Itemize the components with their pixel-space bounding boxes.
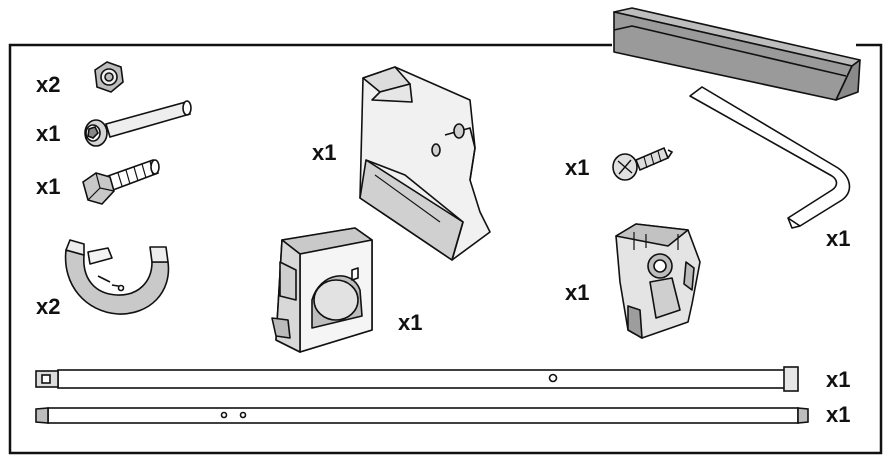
qty-label-half-ring: x2 [36, 294, 61, 319]
qty-label-bracket: x1 [312, 140, 337, 165]
qty-label-tube-top: x1 [826, 367, 851, 392]
packaging-box [613, 7, 861, 101]
frame-border [8, 43, 883, 455]
half-ring-icon [64, 239, 170, 315]
clamp-block-icon [271, 227, 373, 353]
allen-key-icon [689, 86, 851, 229]
qty-label-hex-bolt: x1 [36, 174, 61, 199]
nut-icon [94, 61, 124, 93]
qty-label-long-bolt: x1 [36, 121, 61, 146]
qty-label-clamp-block: x1 [398, 310, 423, 335]
screw-icon [612, 146, 674, 181]
tube-top-icon [35, 366, 799, 392]
hex-bolt-icon [82, 158, 160, 205]
qty-label-allen-key: x1 [826, 226, 851, 251]
long-bolt-icon [84, 100, 192, 147]
bracket-icon [359, 66, 491, 261]
qty-label-screw: x1 [565, 155, 590, 180]
end-cap-icon [615, 223, 701, 339]
qty-label-nut: x2 [36, 72, 61, 97]
qty-label-end-cap: x1 [565, 280, 590, 305]
tube-bottom-icon [35, 407, 809, 424]
qty-label-tube-bottom: x1 [826, 402, 851, 427]
